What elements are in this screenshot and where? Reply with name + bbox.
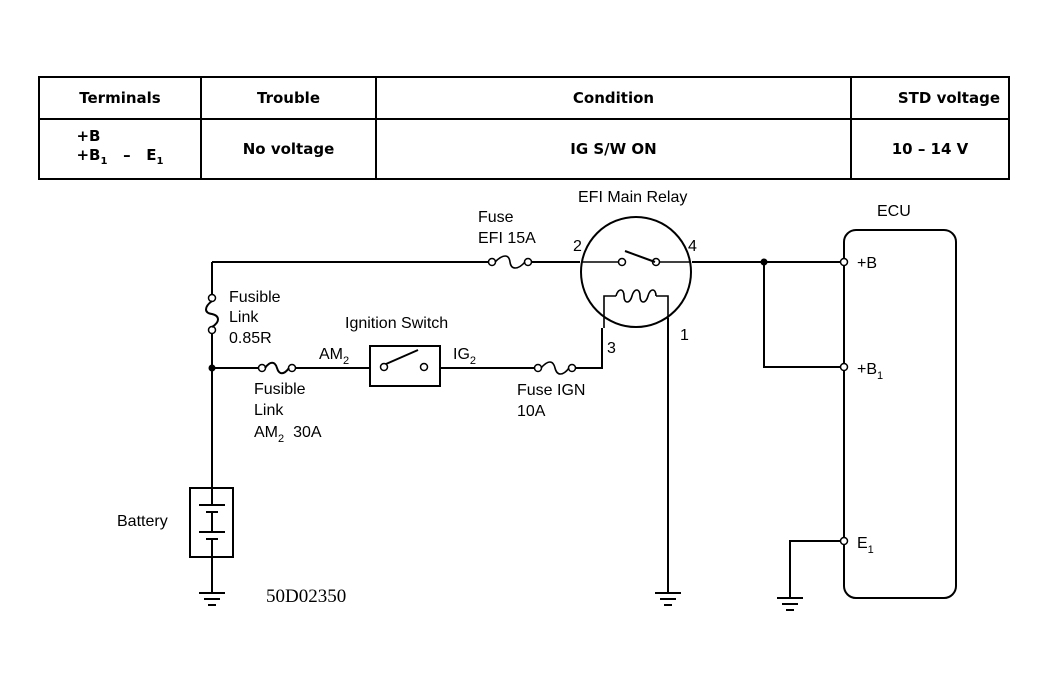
fusible-link-2-line1: Fusible	[254, 381, 306, 398]
ignition-switch-label: Ignition Switch	[345, 315, 448, 332]
ground-symbol-battery	[199, 592, 225, 606]
specification-table: Terminals Trouble Condition STD voltage …	[38, 76, 1010, 180]
ignition-switch	[369, 345, 441, 387]
terminal-b: +B	[76, 127, 101, 145]
terminal-e1: E1	[146, 146, 164, 167]
drawing-code: 50D02350	[266, 586, 347, 607]
terminal-b1: +B1	[76, 146, 108, 167]
fuse-ign-label-line2: 10A	[517, 403, 546, 420]
fuse-efi-label-line2: EFI 15A	[478, 230, 536, 247]
cell-std-voltage: 10 – 14 V	[850, 118, 1010, 180]
table-header-row: Terminals Trouble Condition STD voltage	[38, 76, 1010, 120]
fusible-link-1-line1: Fusible	[229, 289, 281, 306]
efi-relay-label: EFI Main Relay	[578, 189, 687, 206]
fusible-link-am2	[257, 361, 297, 375]
junction-dot-left	[208, 364, 216, 372]
fusible-link-1-line2: Link	[229, 309, 259, 326]
ig2-terminal-label: IG2	[453, 346, 476, 367]
cell-trouble: No voltage	[200, 118, 377, 180]
header-trouble: Trouble	[200, 76, 377, 120]
fuse-efi-label-line1: Fuse	[478, 209, 514, 226]
ground-symbol-relay	[655, 592, 681, 606]
terminal-dash: –	[123, 146, 131, 164]
fusible-link-1-line3: 0.85R	[229, 330, 272, 347]
efi-main-relay	[580, 216, 692, 328]
ecu-terminal-b1: +B1	[857, 361, 883, 382]
junction-dot-ecu	[760, 258, 768, 266]
fusible-link-085r	[205, 293, 219, 335]
am2-terminal-label: AM2	[319, 346, 349, 367]
terminals-value: +B +B1 – E1	[76, 127, 163, 171]
fuse-efi-15a	[487, 255, 533, 269]
fuse-ign-10a	[533, 361, 577, 375]
cell-terminals: +B +B1 – E1	[38, 118, 202, 180]
table-row: +B +B1 – E1 No voltage IG S/W ON 10 – 14…	[38, 118, 1010, 180]
relay-pin-3: 3	[607, 340, 616, 357]
header-std-voltage: STD voltage	[850, 76, 1010, 120]
ground-symbol-ecu	[777, 597, 803, 611]
battery-label: Battery	[117, 513, 168, 530]
cell-condition: IG S/W ON	[375, 118, 852, 180]
relay-pin-1: 1	[680, 327, 689, 344]
relay-pin-2: 2	[573, 238, 582, 255]
battery-symbol	[189, 487, 234, 558]
ecu-label: ECU	[877, 203, 911, 220]
fusible-link-2-line2: Link	[254, 402, 284, 419]
header-terminals: Terminals	[38, 76, 202, 120]
relay-pin-4: 4	[688, 238, 697, 255]
header-condition: Condition	[375, 76, 852, 120]
fuse-ign-label-line1: Fuse IGN	[517, 382, 585, 399]
ecu-box	[839, 229, 957, 599]
ecu-terminal-b: +B	[857, 255, 877, 272]
ecu-terminal-e1: E1	[857, 535, 874, 556]
